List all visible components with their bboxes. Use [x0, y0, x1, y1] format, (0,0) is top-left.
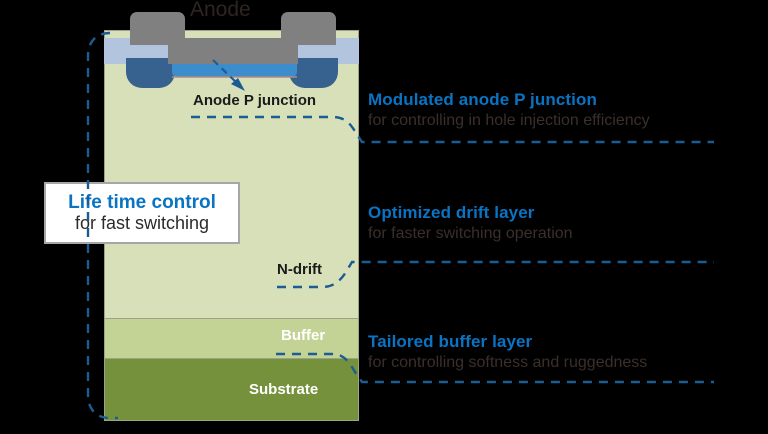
annotation-headline: Modulated anode P junction	[368, 90, 597, 109]
buffer-label: Buffer	[281, 327, 326, 344]
annotation-subtext: for faster switching operation	[368, 225, 573, 242]
anode-metal-bar	[168, 38, 298, 64]
p-well-left	[126, 58, 175, 88]
annotation-modulated-anode-p-junction: Modulated anode P junction for controlli…	[368, 90, 768, 130]
annotation-headline: Tailored buffer layer	[368, 332, 533, 351]
annotation-headline: Optimized drift layer	[368, 203, 535, 222]
n-drift-label: N-drift	[277, 261, 322, 278]
anode-metal-pad-right	[281, 12, 336, 45]
substrate-label: Substrate	[249, 381, 319, 398]
annotation-subtext: for controlling in hole injection effici…	[368, 112, 650, 129]
life-time-control-headline: Life time control	[68, 191, 216, 213]
layer-substrate	[104, 358, 359, 421]
life-time-control-callout: Life time control for fast switching	[44, 182, 240, 244]
annotation-tailored-buffer-layer: Tailored buffer layer for controlling so…	[368, 332, 768, 372]
anode-title: Anode	[190, 0, 251, 21]
life-time-control-subtext: for fast switching	[74, 212, 210, 233]
annotation-subtext: for controlling softness and ruggedness	[368, 354, 648, 371]
annotation-optimized-drift-layer: Optimized drift layer for faster switchi…	[368, 203, 768, 243]
layer-buffer	[104, 318, 359, 359]
anode-metal-pad-left	[130, 12, 185, 45]
anode-p-junction-label: Anode P junction	[193, 92, 317, 109]
junction-interface-line	[172, 76, 297, 78]
